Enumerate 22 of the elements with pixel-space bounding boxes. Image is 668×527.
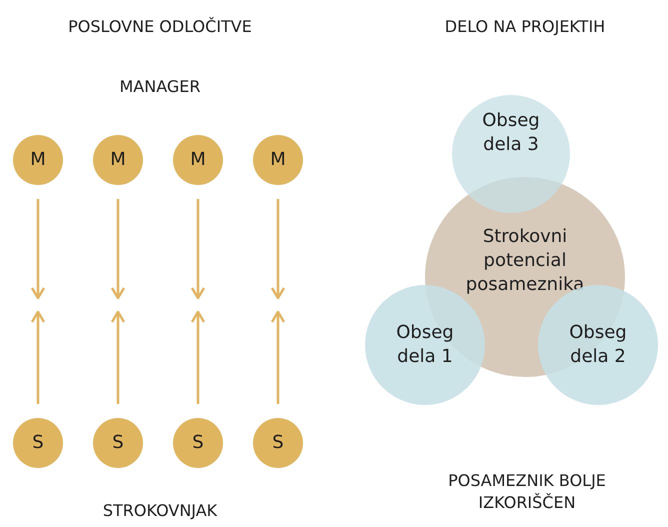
specialist-circle: S [173,418,223,468]
arrow [30,199,46,300]
manager-circle: M [93,135,143,185]
heading: POSLOVNE ODLOČITVE [67,16,253,38]
specialist-circle: S [13,418,63,468]
caption-label: POSAMEZNIK BOLJE IZKORIŠČEN [447,470,607,514]
arrow [190,310,206,404]
specialist-circle: S [253,418,303,468]
role-label: STROKOVNJAK [102,500,218,522]
scope-circle: Obseg dela 3 [452,95,570,213]
manager-circle: M [13,135,63,185]
specialist-circle: S [93,418,143,468]
heading: DELO NA PROJEKTIH [444,16,606,38]
arrow [270,199,286,300]
arrow [190,199,206,300]
role-label: MANAGER [118,76,202,98]
manager-circle: M [253,135,303,185]
arrow [270,310,286,404]
arrow [110,199,126,300]
arrow [30,310,46,404]
manager-circle: M [173,135,223,185]
arrow [110,310,126,404]
